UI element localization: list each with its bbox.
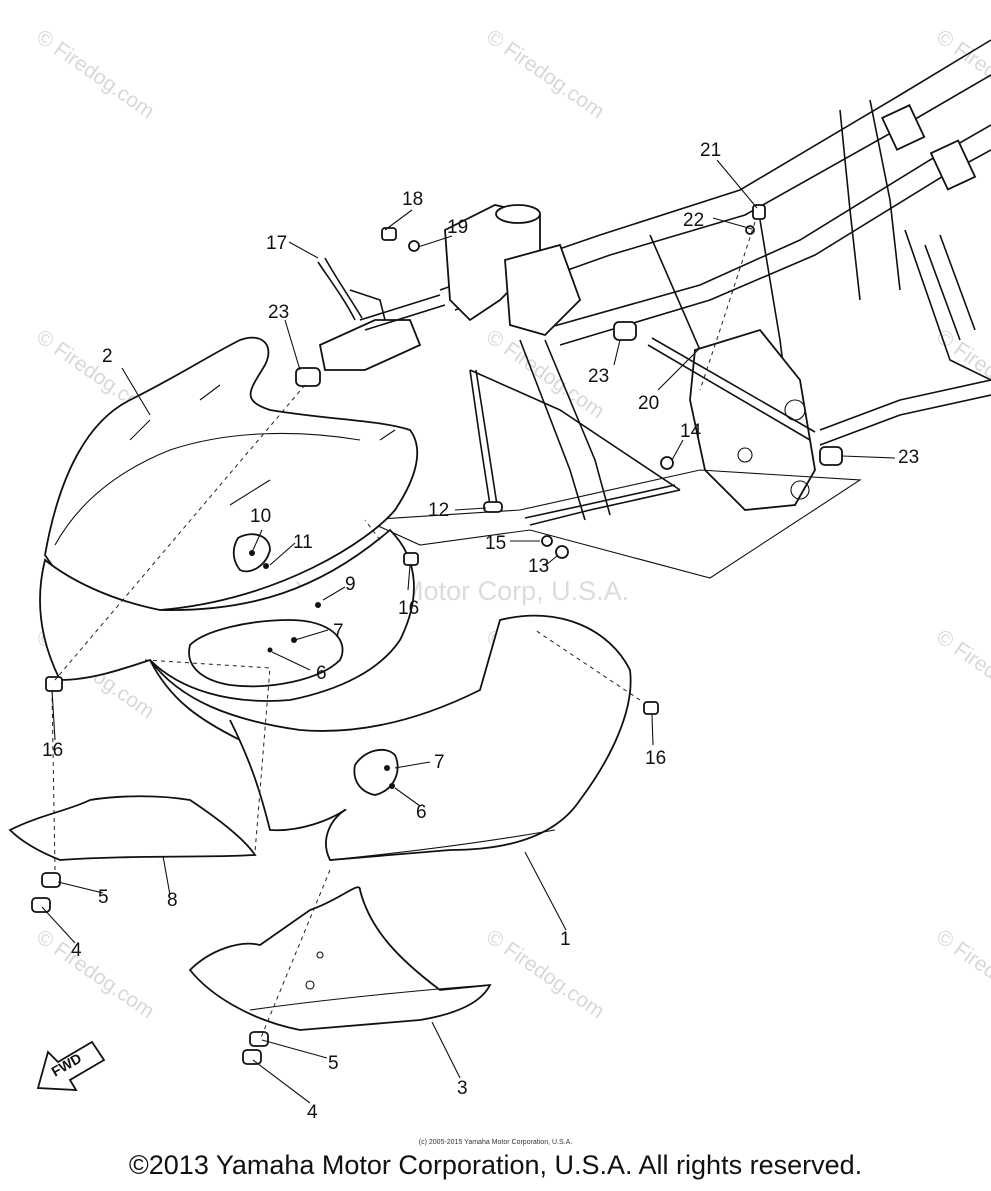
callout-16: 16	[645, 748, 666, 769]
callout-4: 4	[307, 1102, 318, 1123]
callout-1: 1	[560, 929, 571, 950]
leader-lines	[41, 159, 896, 1104]
motorcycle-frame	[439, 39, 991, 521]
watermark: © Firedog.com	[932, 325, 991, 423]
callout-5: 5	[328, 1053, 339, 1074]
watermark: © Firedog.com	[932, 925, 991, 1023]
fasteners	[31, 204, 843, 1065]
callout-5: 5	[98, 887, 109, 908]
small-credit-line: (c) 2005-2015 Yamaha Motor Corporation, …	[418, 1139, 573, 1146]
side-fairing-part	[149, 614, 632, 861]
watermark: © Firedog.com	[482, 25, 608, 123]
windscreen-part	[44, 336, 419, 612]
watermark: © Firedog.com	[32, 25, 158, 123]
callout-23: 23	[898, 447, 919, 468]
callout-16: 16	[398, 598, 419, 619]
brackets	[317, 257, 816, 526]
callout-11: 11	[293, 532, 313, 553]
callout-14: 14	[680, 421, 702, 442]
watermark: © Firedog.com	[932, 625, 991, 723]
callout-23: 23	[588, 366, 609, 387]
callout-6: 6	[416, 802, 427, 823]
callout-17: 17	[266, 233, 287, 254]
callout-15: 15	[485, 533, 506, 554]
callout-8: 8	[167, 890, 178, 911]
callout-12: 12	[428, 500, 449, 521]
callout-9: 9	[345, 574, 356, 595]
callout-18: 18	[402, 189, 423, 210]
callout-6: 6	[316, 663, 327, 684]
inner-panel-part	[8, 795, 257, 861]
callout-19: 19	[447, 217, 468, 238]
callout-labels: 1 2 3 4 4 5 5 6 6 7 7 8 9 10 11 12 13 14…	[42, 140, 919, 1123]
upper-cowl-part	[39, 528, 415, 702]
exploded-parts-diagram: © Firedog.com © Firedog.com © Firedog.co…	[8, 25, 991, 1123]
callout-20: 20	[638, 393, 659, 414]
callout-10: 10	[250, 506, 271, 527]
forward-direction-arrow: FWD	[36, 1040, 106, 1091]
watermark: © Firedog.com	[482, 925, 608, 1023]
callout-21: 21	[700, 140, 721, 161]
callout-2: 2	[102, 346, 113, 367]
watermark: © Firedog.com	[32, 925, 158, 1023]
callout-13: 13	[528, 556, 549, 577]
callout-23: 23	[268, 302, 289, 323]
callout-4: 4	[71, 940, 82, 961]
watermark: © Firedog.com	[932, 25, 991, 123]
assembly-guide-lines	[51, 221, 756, 1041]
under-cowl-part	[188, 886, 492, 1031]
callout-22: 22	[683, 210, 704, 231]
assembly-outline	[364, 469, 862, 579]
callout-3: 3	[457, 1078, 468, 1099]
callout-7: 7	[333, 621, 344, 642]
copyright-notice: ©2013 Yamaha Motor Corporation, U.S.A. A…	[128, 1150, 863, 1180]
callout-16: 16	[42, 740, 63, 761]
callout-7: 7	[434, 752, 445, 773]
